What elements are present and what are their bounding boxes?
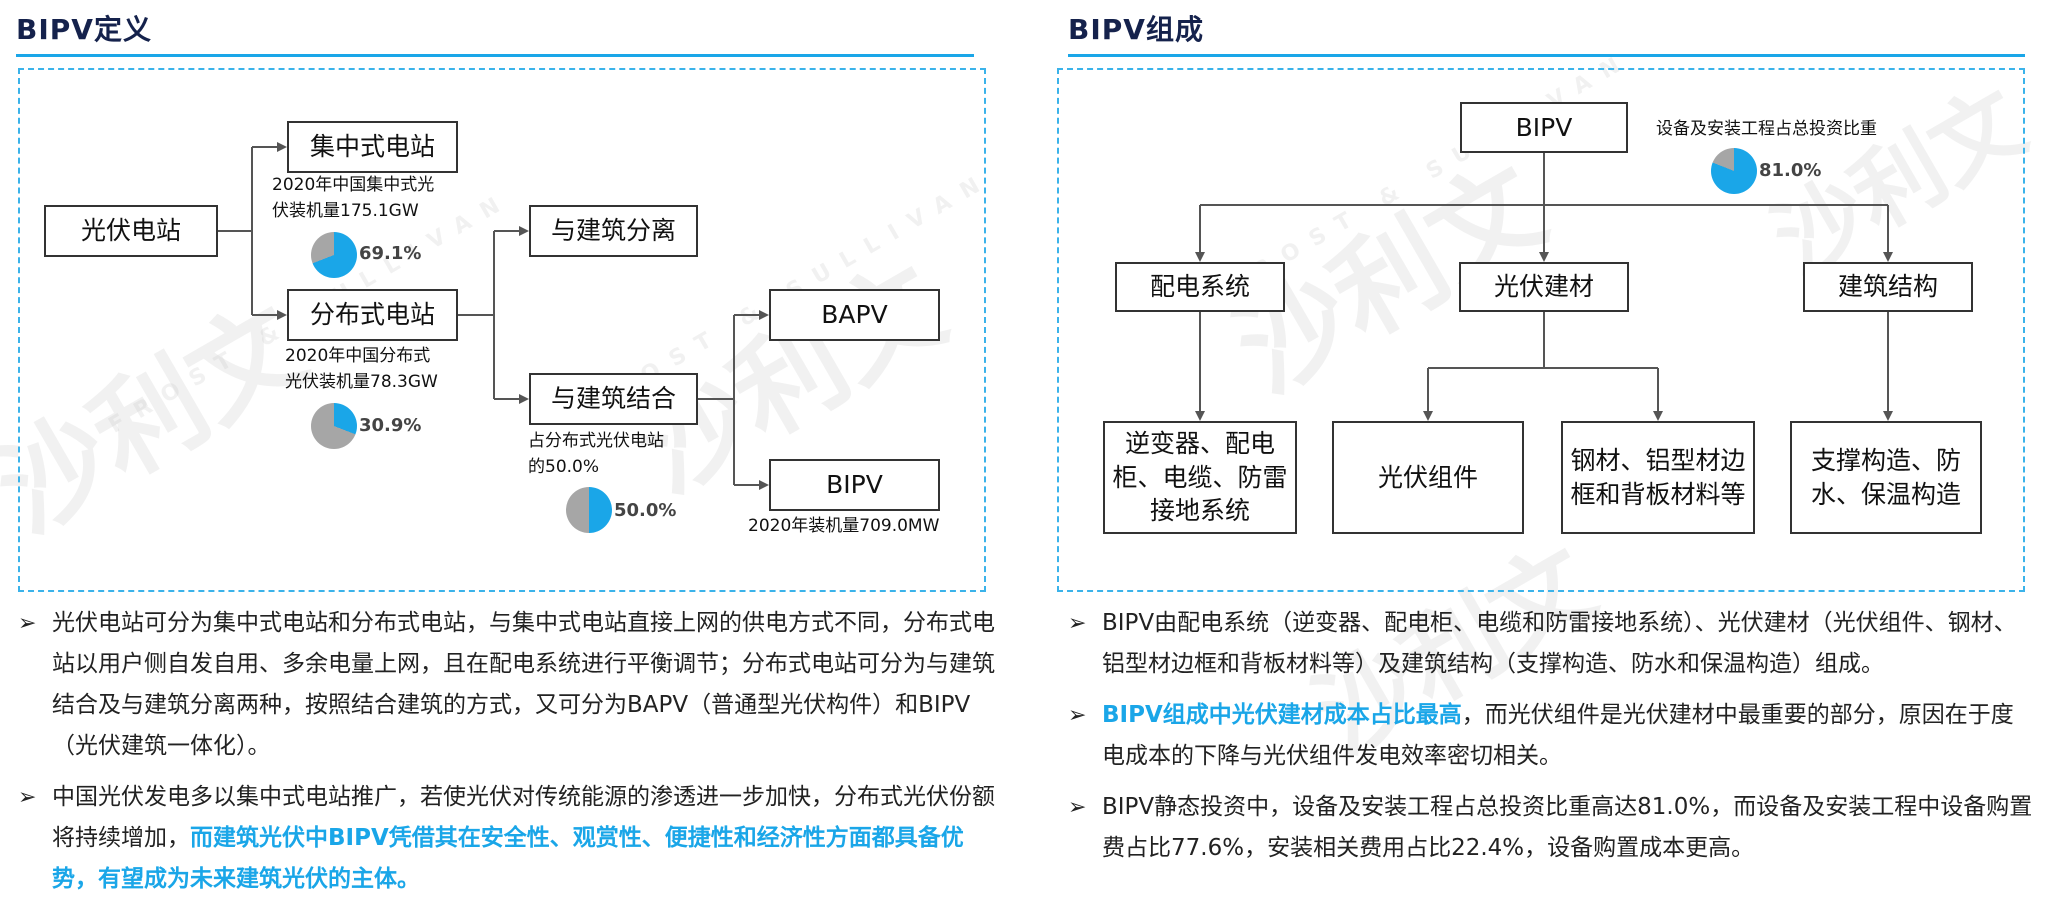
- note-combined-share: 占分布式光伏电站 的50.0%: [528, 431, 664, 478]
- bullet-arrow-icon: ➢: [18, 785, 37, 810]
- left-bullets: ➢ 光伏电站可分为集中式电站和分布式电站，与集中式电站直接上网的供电方式不同，分…: [18, 603, 998, 910]
- pct-distributed: 30.9%: [359, 415, 422, 436]
- pct-centralized: 69.1%: [359, 243, 422, 264]
- box-bapv: BAPV: [769, 289, 940, 341]
- box-separated-from-building: 与建筑分离: [529, 205, 698, 257]
- box-building-structure: 建筑结构: [1803, 262, 1973, 312]
- note-equipment-share: 设备及安装工程占总投资比重: [1656, 119, 1877, 139]
- left-diagram-frame: [18, 68, 986, 592]
- pie-combined: [566, 487, 612, 533]
- pie-distributed: [311, 403, 357, 449]
- right-panel-title: BIPV组成: [1068, 13, 1204, 46]
- left-bullet-2: ➢ 中国光伏发电多以集中式电站推广，若使光伏对传统能源的渗透进一步加快，分布式光…: [18, 777, 998, 900]
- note-bipv-capacity: 2020年装机量709.0MW: [748, 516, 940, 536]
- bullet-arrow-icon: ➢: [1068, 611, 1087, 636]
- right-bullet-2-highlight: BIPV组成中光伏建材成本占比最高: [1102, 702, 1462, 728]
- box-combined-with-building: 与建筑结合: [529, 373, 698, 425]
- box-bipv: BIPV: [769, 459, 940, 511]
- box-bipv-root: BIPV: [1460, 102, 1628, 153]
- right-bullets: ➢ BIPV由配电系统（逆变器、配电柜、电缆和防雷接地系统）、光伏建材（光伏组件…: [1068, 603, 2034, 879]
- pct-equipment-share: 81.0%: [1759, 160, 1822, 181]
- pie-equipment-share: [1711, 148, 1757, 194]
- right-diagram-frame: [1057, 68, 2025, 592]
- box-centralized-station: 集中式电站: [287, 121, 458, 173]
- bullet-arrow-icon: ➢: [1068, 703, 1087, 728]
- right-bullet-1: ➢ BIPV由配电系统（逆变器、配电柜、电缆和防雷接地系统）、光伏建材（光伏组件…: [1068, 603, 2034, 685]
- note-centralized-capacity: 2020年中国集中式光 伏装机量175.1GW: [272, 175, 435, 222]
- box-distribution-system: 配电系统: [1115, 262, 1285, 312]
- right-bullet-2: ➢ BIPV组成中光伏建材成本占比最高，而光伏组件是光伏建材中最重要的部分，原因…: [1068, 695, 2034, 777]
- box-distributed-station: 分布式电站: [287, 289, 458, 341]
- box-distribution-detail: 逆变器、配电柜、电缆、防雷接地系统: [1103, 421, 1297, 534]
- pct-combined: 50.0%: [614, 500, 677, 521]
- right-title-rule: [1068, 54, 2025, 57]
- left-title-rule: [16, 54, 974, 57]
- left-bullet-1: ➢ 光伏电站可分为集中式电站和分布式电站，与集中式电站直接上网的供电方式不同，分…: [18, 603, 998, 767]
- box-structure-detail: 支撑构造、防水、保温构造: [1790, 421, 1982, 534]
- bullet-arrow-icon: ➢: [18, 611, 37, 636]
- box-pv-building-materials: 光伏建材: [1459, 262, 1629, 312]
- left-bullet-2-highlight: 而建筑光伏中BIPV凭借其在安全性、观赏性、便捷性和经济性方面都具备优势，有望成…: [52, 825, 964, 892]
- left-panel-title: BIPV定义: [16, 13, 152, 46]
- pie-centralized: [311, 232, 357, 278]
- note-distributed-capacity: 2020年中国分布式 光伏装机量78.3GW: [285, 346, 438, 393]
- box-steel-aluminum-materials: 钢材、铝型材边框和背板材料等: [1561, 421, 1755, 534]
- right-bullet-3: ➢ BIPV静态投资中，设备及安装工程占总投资比重高达81.0%，而设备及安装工…: [1068, 787, 2034, 869]
- box-pv-modules: 光伏组件: [1332, 421, 1524, 534]
- bullet-arrow-icon: ➢: [1068, 795, 1087, 820]
- box-pv-station: 光伏电站: [44, 205, 218, 257]
